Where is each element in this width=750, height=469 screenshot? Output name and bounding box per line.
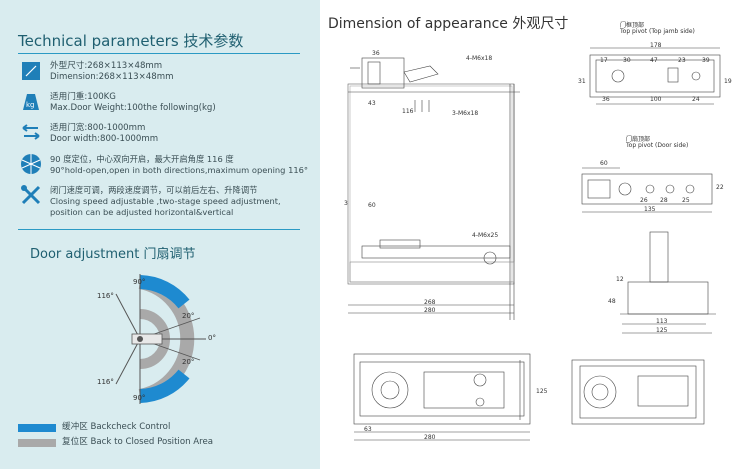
dim-125: 125 bbox=[656, 327, 668, 334]
angle-20-top: 20° bbox=[182, 312, 195, 320]
dim-268: 268 bbox=[424, 299, 436, 306]
dimension-panel: Dimension of appearance 外观尺寸 bbox=[320, 0, 750, 469]
dim-116: 116 bbox=[402, 108, 414, 115]
param-dimension-en: Dimension:268×113×48mm bbox=[50, 72, 174, 82]
dim-door-60: 60 bbox=[600, 160, 608, 167]
dim-bottom-280: 280 bbox=[424, 434, 436, 441]
dim-jamb-36: 36 bbox=[602, 96, 610, 103]
divider bbox=[18, 53, 300, 54]
dim-28: 28 bbox=[660, 197, 668, 204]
dim-48: 48 bbox=[608, 298, 616, 305]
dim-31: 31 bbox=[578, 78, 586, 85]
door-adjustment-diagram bbox=[115, 274, 206, 404]
dim-19: 19 bbox=[724, 78, 732, 85]
dim-25: 25 bbox=[682, 197, 690, 204]
dim-22: 22 bbox=[716, 184, 724, 191]
door-side-label-en: Top pivot (Door side) bbox=[626, 142, 689, 149]
dim-63: 63 bbox=[364, 426, 372, 433]
legend-swatch-closed bbox=[18, 439, 56, 447]
param-dimension-cn: 外型尺寸:268×113×48mm bbox=[50, 61, 163, 71]
weight-icon: kg bbox=[20, 90, 42, 112]
section-title-door-adjustment: Door adjustment 门扇调节 bbox=[30, 247, 196, 262]
section-title-dimension: Dimension of appearance 外观尺寸 bbox=[328, 16, 569, 32]
dim-47: 47 bbox=[650, 57, 658, 64]
dim-12: 12 bbox=[616, 276, 624, 283]
dim-4-m6x18: 4-M6x18 bbox=[466, 55, 493, 62]
angle-20-bottom: 20° bbox=[182, 358, 195, 366]
angle-90-top: 90° bbox=[133, 278, 146, 286]
param-width-cn: 适用门宽:800-1000mm bbox=[50, 123, 146, 133]
dim-26: 26 bbox=[640, 197, 648, 204]
divider bbox=[18, 229, 300, 230]
door-side-label-cn: 门扇顶部 bbox=[626, 136, 651, 143]
tools-icon bbox=[20, 184, 42, 206]
dim-43: 43 bbox=[368, 100, 376, 107]
dim-24: 24 bbox=[692, 96, 700, 103]
dim-60: 60 bbox=[368, 202, 376, 209]
param-position-en: position can be adjusted horizontal&vert… bbox=[50, 207, 234, 217]
dim-39: 39 bbox=[702, 57, 710, 64]
dim-23: 23 bbox=[678, 57, 686, 64]
angle-90-bottom: 90° bbox=[133, 394, 146, 402]
svg-text:kg: kg bbox=[26, 101, 35, 109]
box-icon bbox=[20, 60, 42, 82]
dim-178: 178 bbox=[650, 42, 662, 49]
top-jamb-label-cn: 门框顶部 bbox=[620, 22, 645, 29]
technical-panel: Technical parameters 技术参数 外型尺寸:268×113×4… bbox=[0, 0, 320, 469]
angle-0: 0° bbox=[208, 334, 216, 342]
dim-113: 113 bbox=[656, 318, 668, 325]
rotation-icon bbox=[20, 153, 42, 175]
dimension-drawings bbox=[347, 47, 721, 441]
dim-36: 36 bbox=[372, 50, 380, 57]
dim-17: 17 bbox=[600, 57, 608, 64]
param-speed-en: Closing speed adjustable ,two-stage spee… bbox=[50, 196, 281, 206]
dim-3: 3 bbox=[344, 200, 348, 207]
dim-30: 30 bbox=[623, 57, 631, 64]
param-hold-open-en: 90°hold-open,open in both directions,max… bbox=[50, 165, 309, 175]
section-title-technical: Technical parameters 技术参数 bbox=[18, 32, 244, 50]
param-width-en: Door width:800-1000mm bbox=[50, 134, 159, 144]
legend-closed-position: 复位区 Back to Closed Position Area bbox=[62, 437, 214, 447]
angle-116-bottom: 116° bbox=[97, 378, 114, 386]
param-weight-cn: 适用门重:100KG bbox=[50, 92, 116, 102]
dim-100: 100 bbox=[650, 96, 662, 103]
dim-280: 280 bbox=[424, 307, 436, 314]
param-speed-cn: 闭门速度可调，两段速度调节，可以前后左右、升降调节 bbox=[50, 185, 258, 195]
legend-backcheck: 缓冲区 Backcheck Control bbox=[62, 422, 171, 432]
param-weight-en: Max.Door Weight:100the following(kg) bbox=[50, 103, 216, 113]
dim-3-m6x18: 3-M6x18 bbox=[452, 110, 479, 117]
door-width-icon bbox=[20, 121, 42, 143]
angle-116-top: 116° bbox=[97, 292, 114, 300]
dim-bottom-125: 125 bbox=[536, 388, 548, 395]
legend-swatch-backcheck bbox=[18, 424, 56, 432]
param-hold-open-cn: 90 度定位，中心双向开启，最大开启角度 116 度 bbox=[50, 154, 234, 164]
top-jamb-label-en: Top pivot (Top jamb side) bbox=[620, 28, 695, 35]
dim-4-m6x25: 4-M6x25 bbox=[472, 232, 499, 239]
dim-135: 135 bbox=[644, 206, 656, 213]
